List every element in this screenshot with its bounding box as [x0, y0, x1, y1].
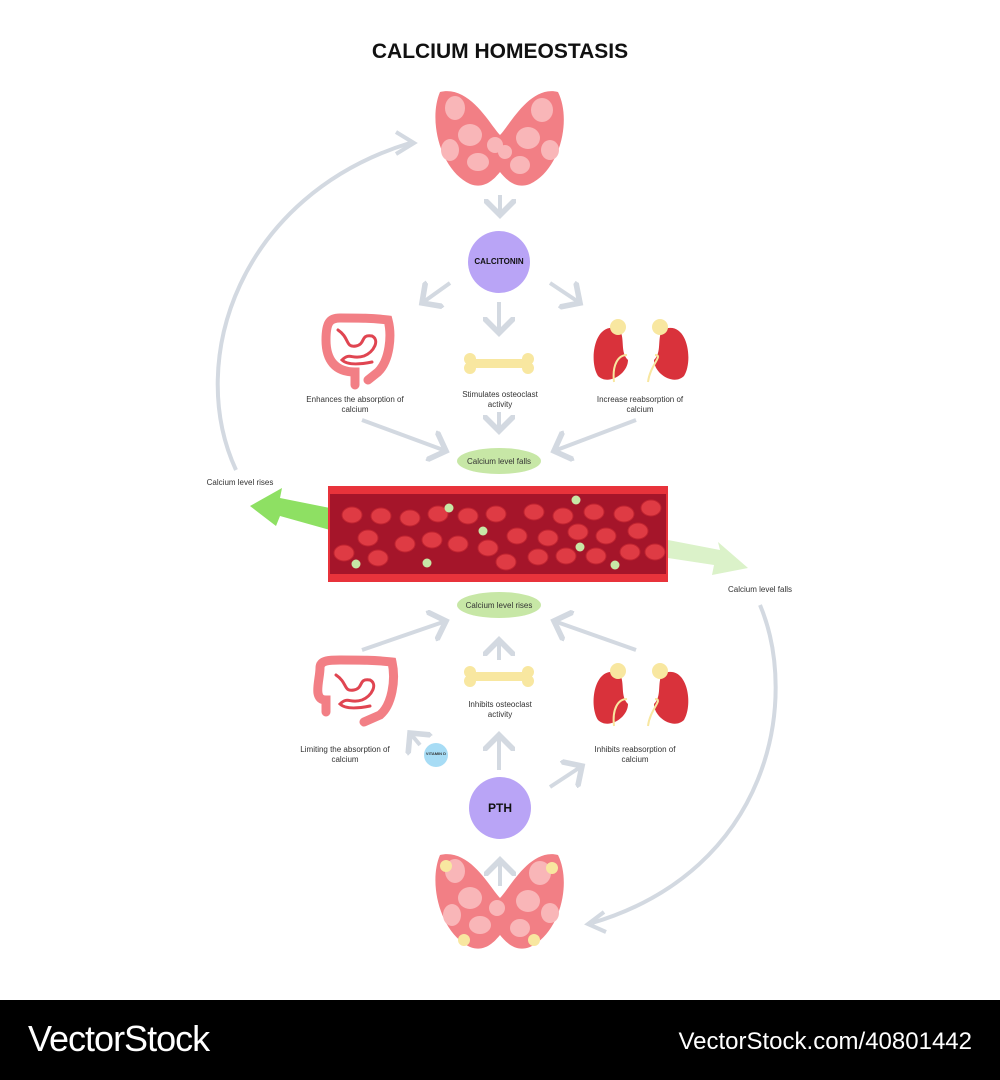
left-feedback-loop-arrow — [215, 141, 411, 471]
vitamin-d-circle — [424, 743, 448, 767]
calcium-falls-light-arrow — [668, 540, 748, 575]
arrow-pth-to-kidney — [548, 766, 582, 789]
arrow-intestine-to-falls — [361, 418, 446, 451]
intestine-top-icon — [321, 313, 395, 390]
thyroid-gland-top-icon — [435, 91, 564, 186]
bone-bottom-label: Inhibits osteoclast activity — [468, 700, 532, 719]
right-feedback-loop-arrow — [591, 604, 778, 925]
kidneys-top-icon — [593, 319, 689, 383]
arrow-calcitonin-to-intestine — [422, 283, 452, 303]
intestine-bottom-label: Limiting the absorption of calcium — [300, 745, 390, 764]
calcium-rises-bottom-ellipse — [457, 592, 541, 618]
calcium-falls-side-label: Calcium level falls — [727, 585, 793, 594]
calcium-falls-top-ellipse — [457, 448, 541, 474]
arrow-calcitonin-to-kidney — [548, 283, 580, 303]
pth-circle — [469, 777, 531, 839]
intestine-bottom-icon — [313, 655, 398, 727]
right-feedback-arrowhead — [584, 910, 607, 934]
bone-top-label: Stimulates osteoclast activity — [462, 390, 538, 409]
arrow-kidney-to-rises — [554, 621, 637, 652]
calcitonin-circle — [468, 231, 530, 293]
kidney-bottom-label: Inhibits reabsorption of calcium — [594, 745, 676, 764]
calcitonin-label: CALCITONIN — [474, 257, 524, 266]
arrow-kidney-to-falls — [554, 418, 637, 451]
bone-top-icon — [464, 353, 534, 374]
vitamin-d-label: VITAMIN D — [425, 751, 447, 756]
calcium-rises-bottom-label: Calcium level rises — [465, 601, 533, 610]
page-title: CALCIUM HOMEOSTASIS — [371, 40, 629, 63]
blood-vessel — [328, 486, 668, 582]
arrow-intestine-to-rises — [361, 621, 446, 652]
arrow-vitamin-to-intestine — [410, 733, 420, 745]
left-feedback-arrowhead — [394, 130, 418, 156]
intestine-top-label: Enhances the absorption of calcium — [306, 395, 404, 414]
diagram-canvas — [215, 91, 778, 949]
bone-bottom-icon — [464, 666, 534, 687]
pth-label: PTH — [488, 801, 512, 815]
brand-logo[interactable]: VectorStock — [28, 1018, 210, 1059]
image-id-link[interactable]: VectorStock.com/40801442 — [678, 1028, 972, 1055]
calcium-rises-side-label: Calcium level rises — [206, 478, 274, 487]
kidney-top-label: Increase reabsorption of calcium — [596, 395, 684, 414]
parathyroid-gland-bottom-icon — [435, 854, 564, 949]
kidneys-bottom-icon — [593, 663, 689, 727]
calcium-falls-top-label: Calcium level falls — [466, 457, 532, 466]
footer-bar: VectorStock VectorStock.com/40801442 — [0, 1000, 1000, 1080]
calcium-rises-green-arrow — [250, 488, 330, 530]
